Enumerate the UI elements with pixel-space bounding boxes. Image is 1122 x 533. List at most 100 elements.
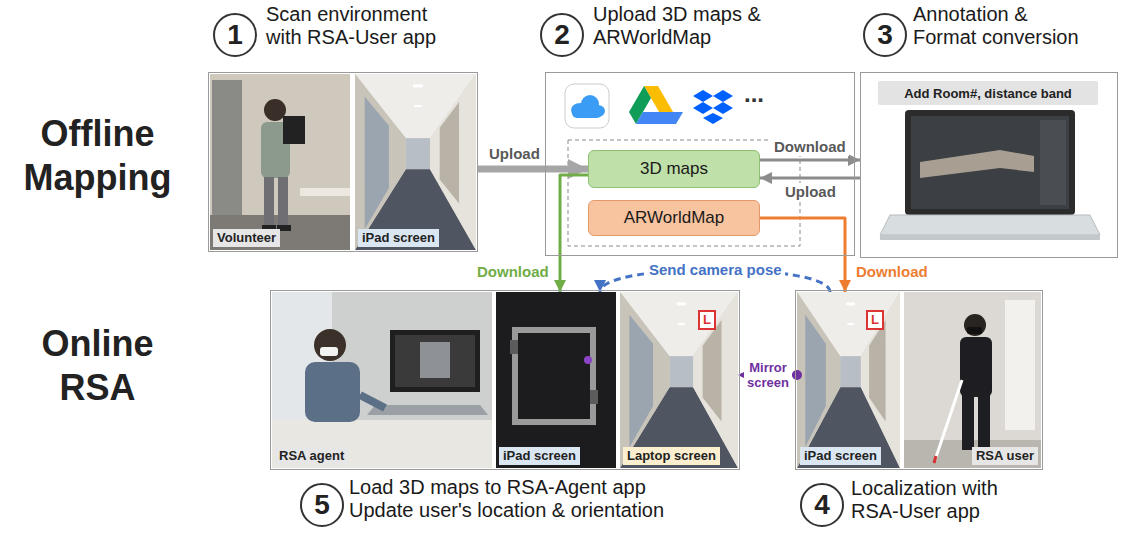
rsa-user-photo-part [935, 380, 962, 460]
rsa-agent-photo [272, 292, 492, 468]
user-ipad-photo-part [797, 292, 900, 468]
laptop-drawing-part [911, 116, 1069, 209]
step-description: Localization with RSA-User app [851, 477, 1051, 523]
rsa-user-photo-part [962, 395, 974, 450]
photo-frame: iPad screen [797, 292, 900, 468]
hallway-sign: L [866, 310, 884, 330]
rsa-user-photo-part [978, 395, 990, 450]
phase-title: Offline Mapping [5, 112, 190, 200]
connector-arrow [760, 177, 860, 180]
volunteer-photo [210, 74, 350, 250]
volunteer-photo-part [264, 177, 274, 227]
rsa-user-photo [904, 292, 1041, 468]
rsa-user-photo-part [934, 456, 936, 463]
step-description-line: Annotation & Format conversion [913, 3, 1091, 49]
rsa-agent-photo-part [272, 420, 492, 468]
laptop-drawing-part [1040, 120, 1066, 205]
connector-arrow [560, 175, 588, 292]
volunteer-photo-part [210, 74, 350, 250]
rsa-user-photo-part [960, 337, 992, 397]
rsa-user-photo-part [904, 292, 1041, 468]
step-description-line: Upload 3D maps & ARWorldMap [593, 3, 793, 49]
annotation-tag: Add Room#, distance band [878, 81, 1098, 105]
agent-ipad-map [496, 292, 616, 468]
photo-caption: Laptop screen [623, 447, 720, 465]
icloud-icon-part [572, 108, 602, 118]
laptop-screen-photo [620, 292, 738, 468]
rsa-agent-photo-part [314, 329, 346, 361]
step-number-circle: 2 [540, 13, 584, 57]
rsa-agent-photo-part [420, 342, 450, 378]
dropbox-icon [693, 90, 733, 124]
box-label: 3D maps [640, 159, 708, 179]
connector-arrow [478, 166, 588, 173]
step-number-circle: 1 [213, 13, 257, 57]
step-number: 3 [877, 21, 893, 49]
laptop-screen-photo-part [620, 292, 738, 468]
step-number: 2 [554, 21, 570, 49]
volunteer-photo-part [300, 188, 350, 196]
step-description: Load 3D maps to RSA-Agent appUpdate user… [349, 476, 749, 522]
more-services-mark: ... [744, 80, 764, 108]
connector-arrow [760, 159, 860, 162]
rsa-agent-photo-part [390, 330, 480, 392]
photo-caption: RSA agent [275, 447, 348, 465]
agent-ipad-map-part [515, 330, 593, 422]
agent-ipad-map-part [584, 356, 592, 364]
connector-label: Download [474, 263, 552, 281]
step-number-circle: 5 [300, 483, 344, 527]
connector-arrow [760, 218, 845, 292]
photo-frame: Laptop screen [620, 292, 738, 468]
rsa-agent-photo-part [320, 347, 338, 356]
agent-ipad-map-part [510, 340, 518, 354]
storage-box: 3D maps [588, 150, 760, 188]
agent-ipad-map-part [496, 292, 616, 468]
dropbox-icon-part [703, 113, 723, 124]
dropbox-icon-part [693, 90, 713, 102]
connector-label: Upload [486, 145, 543, 163]
connector-label: Send camera pose [646, 261, 785, 279]
agent-ipad-map-part [590, 390, 598, 404]
step-description: Upload 3D maps & ARWorldMap [593, 3, 793, 49]
google-drive-icon-part [636, 112, 683, 124]
storage-dashed-box [568, 140, 800, 246]
dropbox-icon-part [713, 102, 733, 114]
step-number: 1 [227, 21, 243, 49]
ipad-screen-photo-part [355, 74, 476, 250]
box-label: ARWorldMap [624, 208, 724, 228]
photo-caption: RSA user [972, 447, 1038, 465]
icloud-icon [565, 84, 609, 128]
volunteer-photo-part [278, 177, 288, 227]
photo-frame: iPad screen [496, 292, 616, 468]
photo-frame: RSA agent [272, 292, 492, 468]
icloud-icon-part [565, 84, 609, 128]
volunteer-photo-part [283, 116, 305, 144]
step-description: Annotation & Format conversion [913, 3, 1091, 49]
volunteer-photo-part [264, 99, 286, 121]
step-panel: Scan environment with RSA-User appVolunt… [208, 72, 478, 252]
step-description-line: Localization with RSA-User app [851, 477, 1051, 523]
connector-label: Download [853, 263, 931, 281]
laptop-drawing [880, 110, 1100, 240]
step-number-circle: 3 [863, 13, 907, 57]
step-description: Scan environment with RSA-User app [266, 3, 451, 49]
dropbox-icon-part [693, 102, 713, 114]
photo-frame: RSA user [904, 292, 1041, 468]
rsa-user-photo-part [1005, 300, 1035, 430]
step-number: 4 [814, 491, 830, 519]
photo-caption: iPad screen [358, 229, 439, 247]
photo-caption: iPad screen [499, 447, 580, 465]
photo-frame: iPad screen [355, 74, 476, 250]
photo-caption: Volunteer [213, 229, 280, 247]
step-panel: Localization with RSA-User appiPad scree… [795, 290, 1043, 470]
hallway-sign: L [698, 310, 716, 330]
storage-box: ARWorldMap [588, 200, 760, 236]
photo-caption: iPad screen [800, 447, 881, 465]
step-number-circle: 4 [800, 483, 844, 527]
phase-title: Online RSA [5, 322, 190, 410]
rsa-agent-photo-part [305, 362, 360, 422]
volunteer-photo-part [212, 80, 242, 220]
google-drive-icon [629, 86, 683, 124]
connector-label: Download [771, 138, 849, 156]
